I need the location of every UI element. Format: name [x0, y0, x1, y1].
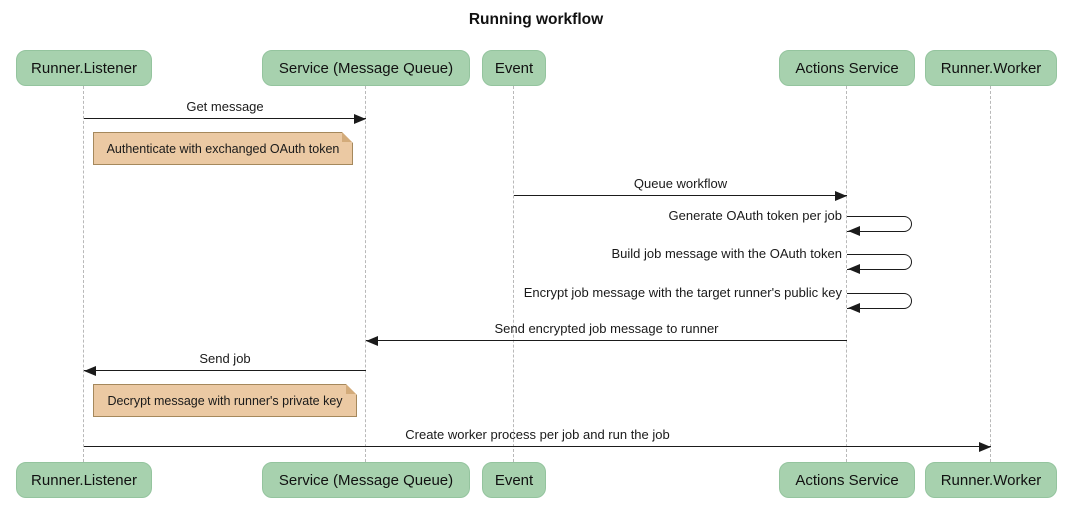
message-label: Get message [186, 99, 264, 114]
participant-top-4: Runner.Worker [925, 50, 1057, 86]
self-message-loop [847, 293, 912, 309]
participant-bottom-1: Service (Message Queue) [262, 462, 470, 498]
lifeline-3 [846, 86, 847, 462]
self-message-label: Encrypt job message with the target runn… [523, 285, 842, 300]
message-line [84, 446, 991, 447]
participant-bottom-2: Event [482, 462, 546, 498]
self-message-label: Build job message with the OAuth token [611, 246, 842, 261]
participant-top-3: Actions Service [779, 50, 915, 86]
arrowhead-left [848, 303, 860, 313]
lifeline-0 [83, 86, 84, 462]
arrowhead-right [979, 442, 991, 452]
note: Decrypt message with runner's private ke… [93, 384, 357, 417]
arrowhead-right [354, 114, 366, 124]
note-fold-flap [346, 384, 356, 394]
arrowhead-left [848, 226, 860, 236]
message-label: Send job [199, 351, 251, 366]
lifeline-1 [365, 86, 366, 462]
message-label: Send encrypted job message to runner [494, 321, 719, 336]
note: Authenticate with exchanged OAuth token [93, 132, 353, 165]
message-label: Create worker process per job and run th… [405, 427, 670, 442]
participant-bottom-3: Actions Service [779, 462, 915, 498]
message-line [514, 195, 847, 196]
participant-top-2: Event [482, 50, 546, 86]
diagram-title: Running workflow [468, 11, 604, 28]
arrowhead-left [84, 366, 96, 376]
note-fold-flap [342, 132, 352, 142]
participant-top-1: Service (Message Queue) [262, 50, 470, 86]
message-label: Queue workflow [633, 176, 728, 191]
arrowhead-left [366, 336, 378, 346]
message-line [84, 118, 366, 119]
message-line [366, 340, 847, 341]
lifeline-2 [513, 86, 514, 462]
participant-top-0: Runner.Listener [16, 50, 152, 86]
participant-bottom-0: Runner.Listener [16, 462, 152, 498]
self-message-loop [847, 216, 912, 232]
self-message-loop [847, 254, 912, 270]
arrowhead-right [835, 191, 847, 201]
message-line [84, 370, 366, 371]
arrowhead-left [848, 264, 860, 274]
self-message-label: Generate OAuth token per job [668, 208, 842, 223]
lifeline-4 [990, 86, 991, 462]
participant-bottom-4: Runner.Worker [925, 462, 1057, 498]
